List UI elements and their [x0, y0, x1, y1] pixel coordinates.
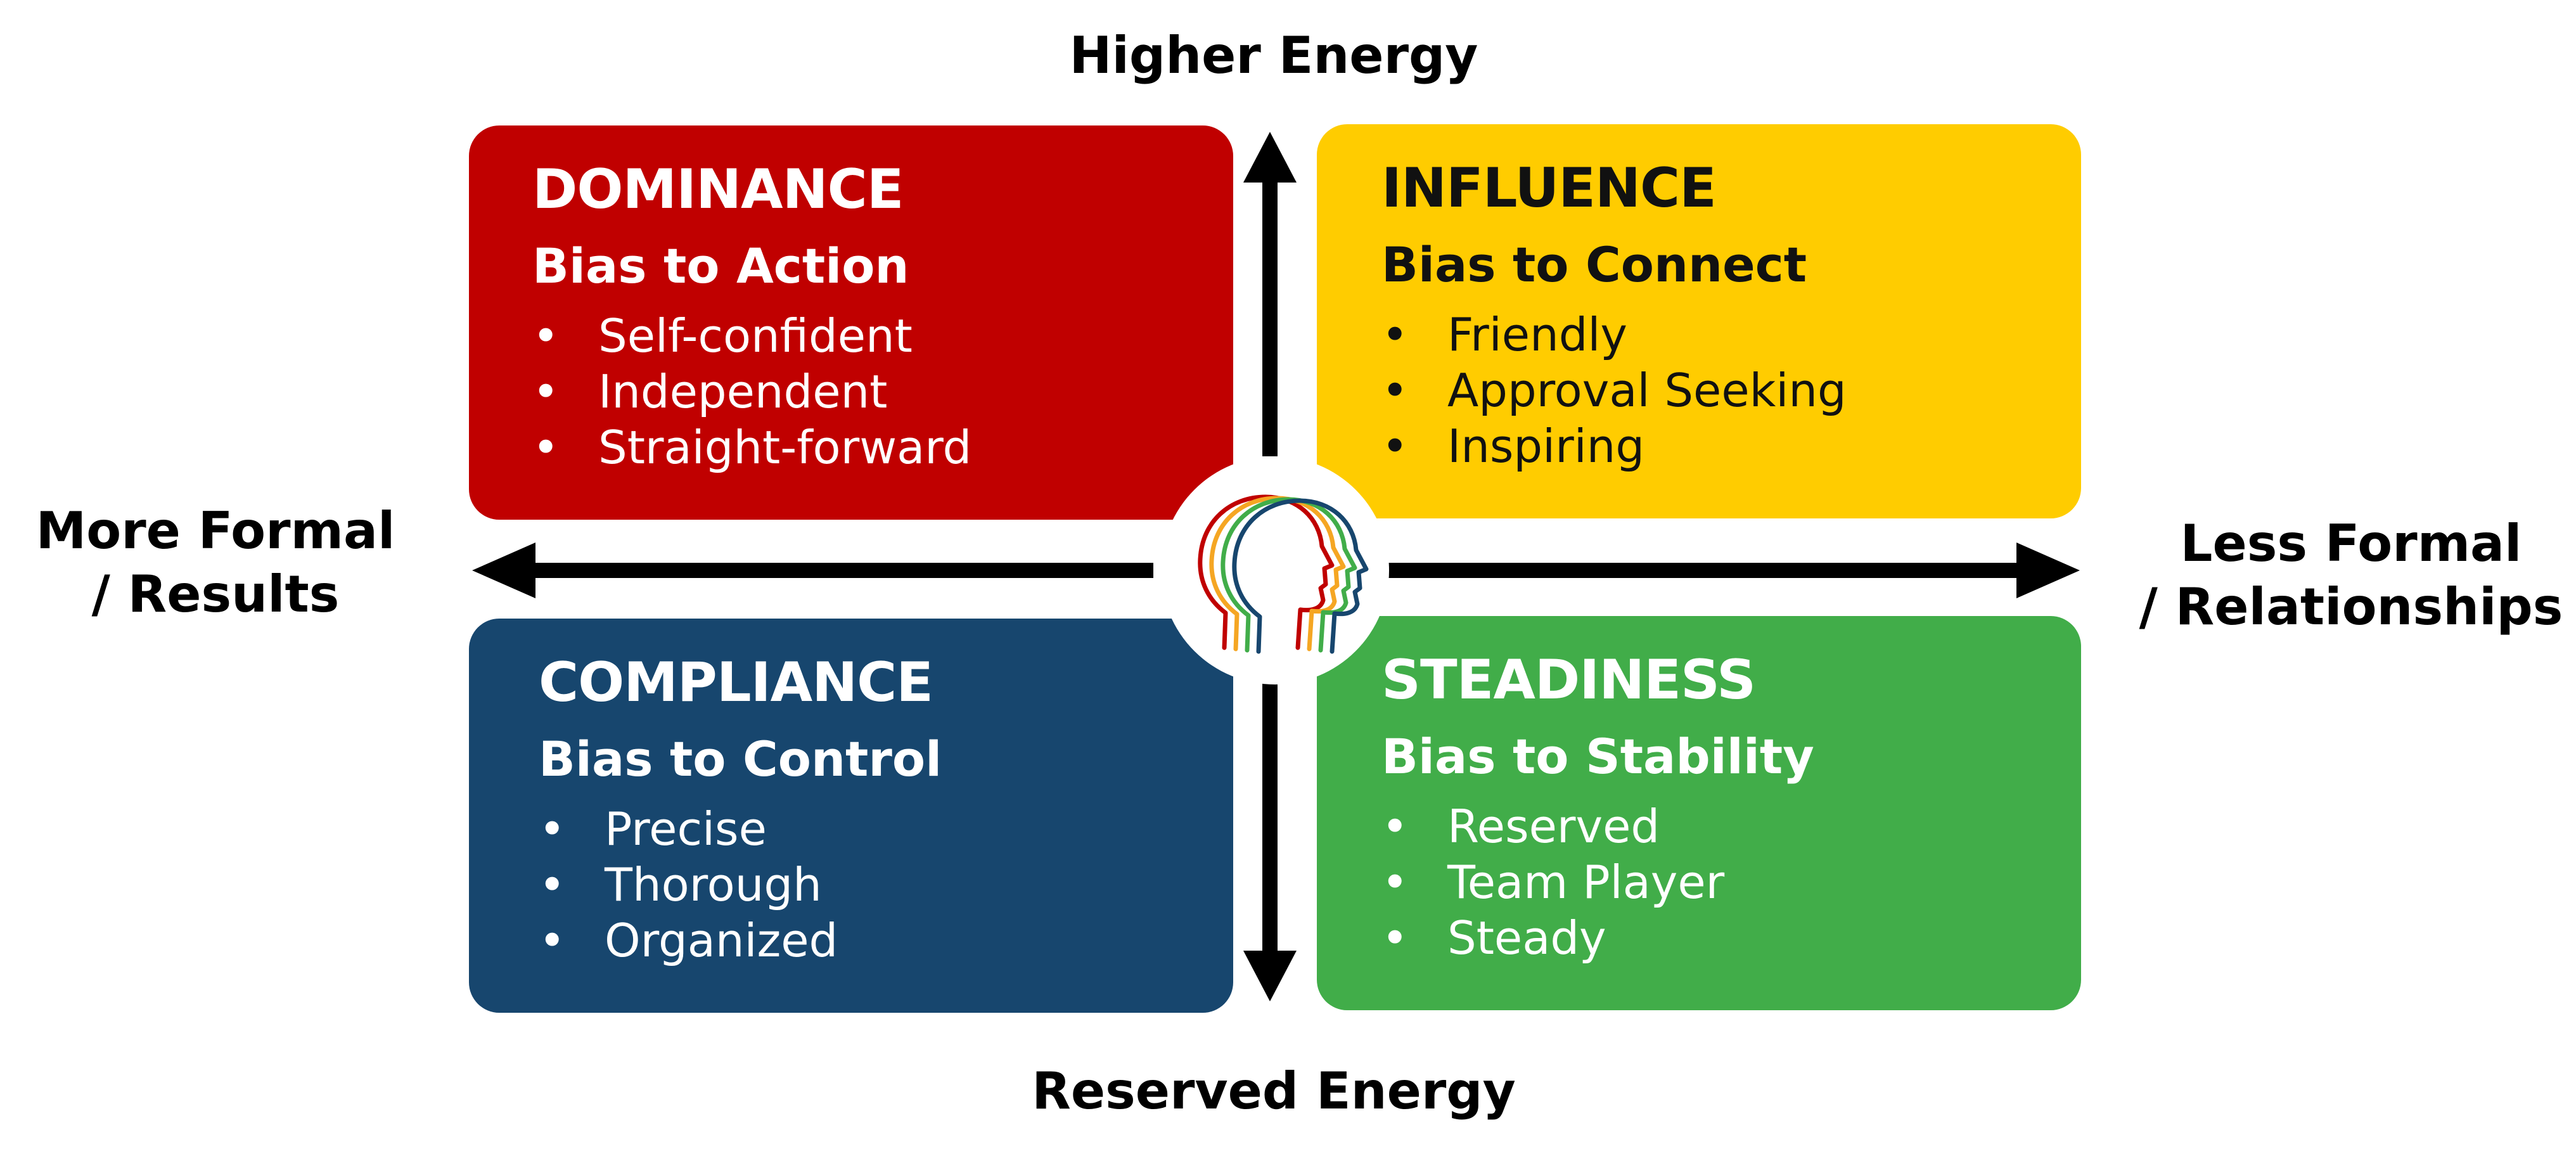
trait-item: Team Player [1381, 854, 2081, 910]
trait-item: Inspiring [1381, 418, 2081, 474]
trait-item: Steady [1381, 910, 2081, 966]
trait-item: Reserved [1381, 799, 2081, 854]
quadrant-title: DOMINANCE [532, 158, 904, 221]
axis-label-less-formal-line2: / Relationships [2139, 577, 2563, 636]
axis-label-higher-energy: Higher Energy [1069, 26, 1478, 85]
quadrant-subtitle: Bias to Connect [1381, 236, 1807, 293]
trait-list: Self-confident Independent Straight-forw… [532, 308, 1233, 475]
quadrant-dominance: DOMINANCE Bias to Action Self-confident … [469, 125, 1233, 520]
quadrant-compliance: COMPLIANCE Bias to Control Precise Thoro… [469, 619, 1233, 1013]
vertical-arrow-up-shaft [1262, 177, 1278, 456]
horizontal-arrow-left-shaft [532, 563, 1153, 578]
trait-item: Straight-forward [532, 420, 1233, 475]
axis-label-reserved-energy: Reserved Energy [1032, 1062, 1516, 1121]
arrow-down-head-icon [1243, 951, 1297, 1001]
vertical-arrow-down-shaft [1262, 672, 1278, 963]
axis-label-less-formal-line1: Less Formal [2180, 514, 2522, 573]
quadrant-influence: INFLUENCE Bias to Connect Friendly Appro… [1317, 124, 2081, 518]
quadrant-title: COMPLIANCE [539, 651, 933, 714]
horizontal-arrow-right-shaft [1369, 563, 2028, 578]
trait-item: Independent [532, 364, 1233, 420]
trait-list: Friendly Approval Seeking Inspiring [1381, 307, 2081, 474]
trait-list: Reserved Team Player Steady [1381, 799, 2081, 966]
quadrant-title: STEADINESS [1381, 648, 1756, 712]
arrow-up-head-icon [1243, 132, 1297, 183]
quadrant-subtitle: Bias to Control [539, 731, 942, 787]
quadrant-subtitle: Bias to Action [532, 238, 909, 294]
trait-item: Self-confident [532, 308, 1233, 364]
multicolor-heads-icon [1198, 494, 1369, 654]
axis-label-more-formal-line1: More Formal [35, 501, 395, 560]
quadrant-steadiness: STEADINESS Bias to Stability Reserved Te… [1317, 616, 2081, 1010]
arrow-right-head-icon [2016, 543, 2080, 598]
quadrant-title: INFLUENCE [1381, 157, 1717, 220]
axis-label-less-formal: Less Formal / Relationships [2136, 512, 2566, 639]
quadrant-subtitle: Bias to Stability [1381, 728, 1814, 785]
trait-item: Friendly [1381, 307, 2081, 363]
trait-list: Precise Thorough Organized [539, 801, 1233, 968]
axis-label-more-formal-line2: / Results [91, 565, 340, 624]
axis-label-more-formal: More Formal / Results [13, 499, 418, 626]
trait-item: Thorough [539, 857, 1233, 913]
arrow-left-head-icon [472, 543, 535, 598]
trait-item: Precise [539, 801, 1233, 857]
trait-item: Organized [539, 913, 1233, 968]
trait-item: Approval Seeking [1381, 363, 2081, 418]
